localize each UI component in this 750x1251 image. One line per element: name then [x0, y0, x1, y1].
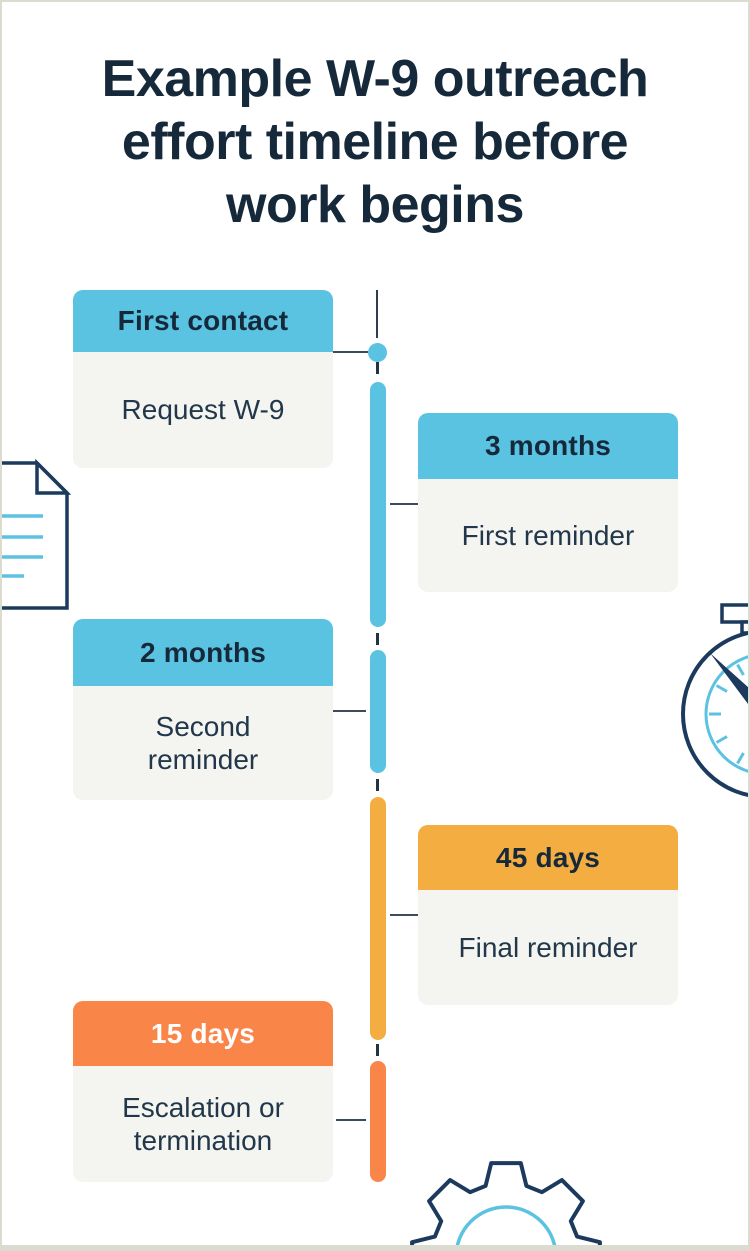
- milestone-label: 15 days: [73, 1001, 333, 1066]
- timeline-start-line: [376, 290, 378, 338]
- milestone-description: First reminder: [461, 519, 635, 551]
- timeline-dash-3: [376, 779, 379, 791]
- milestone-card-15-days: 15 days Escalation or termination: [73, 1001, 333, 1182]
- milestone-label: First contact: [73, 290, 333, 352]
- timeline-segment-15-days: [370, 1061, 386, 1182]
- connector-3-months: [390, 503, 418, 505]
- page-title-line-1: Example W-9 outreach: [101, 50, 649, 108]
- timeline-segment-first-contact: [370, 382, 386, 627]
- milestone-label: 45 days: [418, 825, 678, 890]
- timeline-dash-4: [376, 1044, 379, 1056]
- connector-45-days: [390, 914, 418, 916]
- milestone-description: Escalation or termination: [122, 1091, 284, 1156]
- milestone-card-first-contact: First contact Request W-9: [73, 290, 333, 468]
- timeline-dash-1: [376, 362, 379, 374]
- timeline-segment-2-months: [370, 650, 386, 773]
- milestone-description: Final reminder: [458, 931, 638, 963]
- page-title: Example W-9 outreach effort timeline bef…: [0, 48, 750, 237]
- milestone-description: Second reminder: [147, 710, 259, 775]
- milestone-label: 3 months: [418, 413, 678, 479]
- milestone-card-2-months: 2 months Second reminder: [73, 619, 333, 800]
- timeline-segment-45-days: [370, 797, 386, 1040]
- connector-first-contact: [333, 351, 368, 353]
- gear-icon: [410, 1161, 602, 1251]
- stopwatch-icon: [681, 603, 750, 798]
- connector-2-months: [333, 710, 366, 712]
- page-title-line-3: work begins: [226, 176, 524, 234]
- timeline-dash-2: [376, 633, 379, 645]
- document-icon: [0, 458, 72, 610]
- milestone-card-45-days: 45 days Final reminder: [418, 825, 678, 1005]
- timeline-start-dot: [368, 343, 387, 362]
- connector-15-days: [336, 1119, 366, 1121]
- milestone-card-3-months: 3 months First reminder: [418, 413, 678, 592]
- page-title-line-2: effort timeline before: [121, 113, 629, 171]
- milestone-label: 2 months: [73, 619, 333, 686]
- milestone-description: Request W-9: [121, 394, 285, 426]
